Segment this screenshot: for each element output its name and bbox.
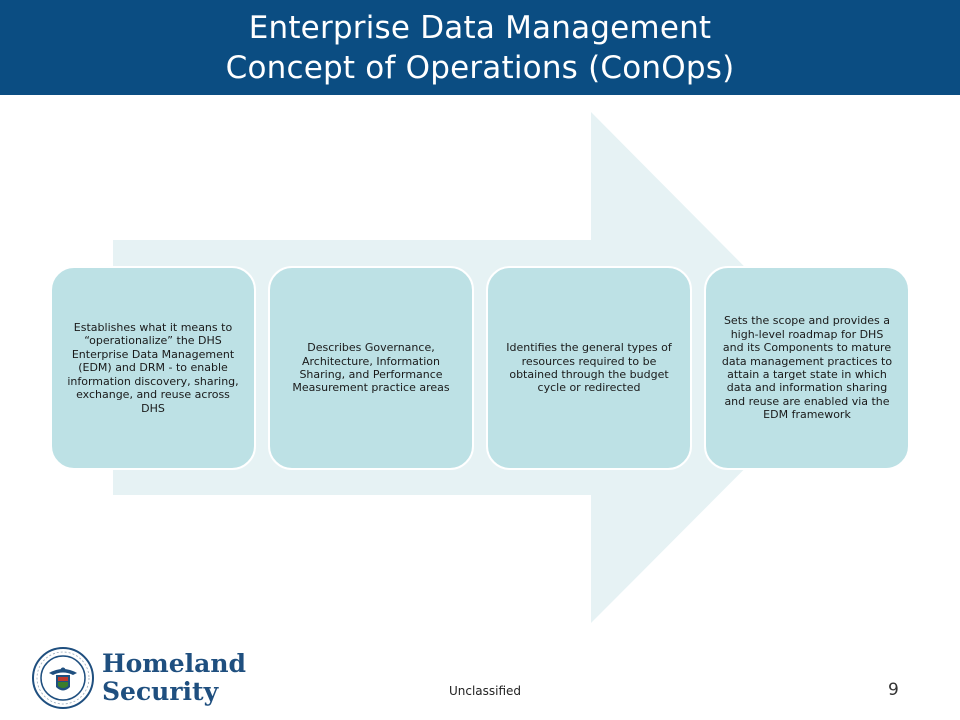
step-box-1: Establishes what it means to “operationa…: [50, 266, 256, 470]
logo-line-1: Homeland: [102, 649, 247, 678]
dhs-wordmark: Homeland Security: [102, 650, 246, 706]
step-text-2: Describes Governance, Architecture, Info…: [292, 341, 450, 395]
step-box-2: Describes Governance, Architecture, Info…: [268, 266, 474, 470]
step-text-3: Identifies the general types of resource…: [506, 341, 672, 395]
dhs-logo: Homeland Security: [32, 646, 252, 710]
slide-title-line-2: Concept of Operations (ConOps): [225, 49, 735, 86]
step-text-4: Sets the scope and provides a high-level…: [721, 314, 893, 422]
step-box-3: Identifies the general types of resource…: [486, 266, 692, 470]
step-box-4: Sets the scope and provides a high-level…: [704, 266, 910, 470]
logo-line-2: Security: [102, 677, 219, 706]
slide-title-line-1: Enterprise Data Management: [248, 9, 712, 46]
step-text-1: Establishes what it means to “operationa…: [67, 321, 239, 415]
title-bar: Enterprise Data Management Concept of Op…: [0, 0, 960, 95]
classification-label: Unclassified: [448, 684, 522, 698]
page-number: 9: [888, 680, 899, 700]
dhs-seal-icon: [32, 647, 94, 709]
process-arrow-shape: [113, 112, 845, 623]
